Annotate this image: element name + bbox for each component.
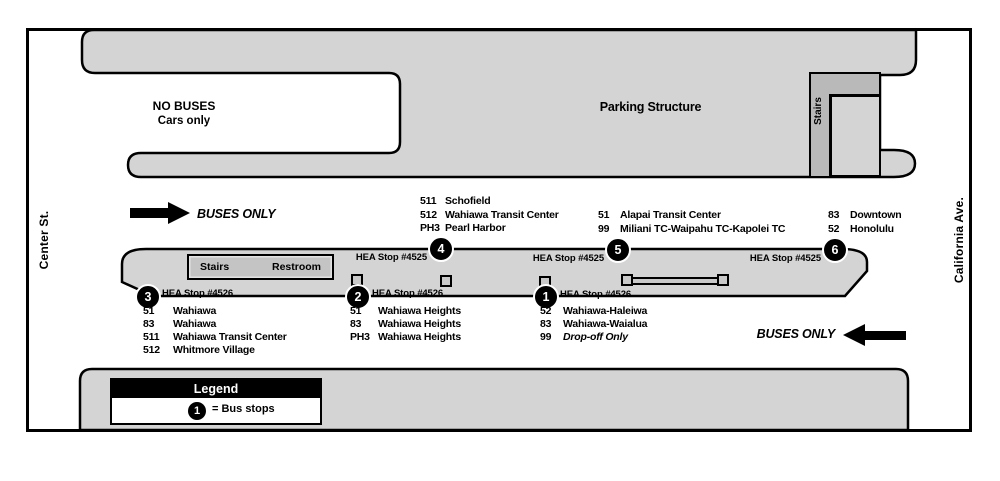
route-destination: Downtown: [850, 209, 902, 221]
bus-stop-marker-5: 5: [605, 237, 631, 263]
stairs-restroom-box: Stairs Restroom: [187, 254, 334, 280]
route-number: 512: [420, 208, 437, 221]
map-outer-frame-border: [26, 28, 972, 432]
stop5-route-list: 51 Alapai Transit Center 99 Miliani TC-Wai…: [598, 209, 785, 236]
route-destination: Wahiawa Heights: [378, 318, 461, 330]
route-number: 511: [143, 331, 160, 343]
route-destination: Wahiawa-Waialua: [563, 318, 648, 330]
route-row: 83 Downtown: [828, 209, 902, 223]
route-row: 52 Honolulu: [828, 223, 901, 237]
route-number: 99: [598, 222, 610, 235]
route-row: 511 Wahiawa Transit Center: [143, 331, 287, 344]
bus-stop-marker-1: 1: [533, 284, 559, 310]
route-row: 83 Wahiawa: [143, 318, 287, 331]
route-destination: Miliani TC-Waipahu TC-Kapolei TC: [620, 222, 786, 235]
bus-stop-marker-6: 6: [822, 237, 848, 263]
route-number: PH3: [420, 222, 440, 234]
parking-structure-label: Parking Structure: [599, 100, 702, 114]
route-destination: Wahiawa Heights: [378, 331, 461, 343]
street-label-california-ave: California Ave.: [952, 196, 966, 284]
canopy-end-square-icon: [717, 274, 729, 286]
route-destination: Wahiawa Transit Center: [173, 331, 287, 343]
route-number: PH3: [350, 331, 370, 343]
hea-stop-label-5: HEA Stop #4525: [532, 252, 604, 264]
hea-stop-label-4: HEA Stop #4525: [355, 252, 427, 263]
platform-stairs-label: Stairs: [200, 261, 230, 273]
route-number: 83: [350, 318, 362, 330]
route-destination: Honolulu: [850, 222, 894, 235]
canopy-end-square-icon: [621, 274, 633, 286]
route-destination: Wahiawa: [173, 318, 217, 330]
canopy-bar-icon: [630, 277, 722, 285]
arrow-right-icon: [130, 208, 170, 218]
bus-stop-marker-4: 4: [428, 236, 454, 262]
route-number: 511: [420, 195, 437, 207]
route-destination: Whitmore Village: [173, 344, 255, 356]
shelter-square-icon: [440, 275, 452, 287]
route-number: 52: [828, 222, 840, 235]
parking-stairs-label: Stairs: [813, 97, 824, 125]
buses-only-top-label: BUSES ONLY: [197, 206, 276, 221]
no-buses-label: NO BUSES Cars only: [119, 99, 249, 128]
route-row: 51 Wahiawa: [143, 305, 287, 318]
legend-title: Legend: [112, 380, 320, 398]
arrow-left-head-icon: [843, 324, 865, 346]
hea-stop-label-2: HEA Stop #4526: [372, 288, 444, 299]
no-buses-line2: Cars only: [157, 114, 211, 127]
stop6-route-list: 83 Downtown 52 Honolulu: [828, 209, 902, 237]
route-row: 83 Wahiawa-Waialua: [540, 318, 648, 331]
bus-stop-marker-3: 3: [135, 284, 161, 310]
route-number: 99: [540, 331, 552, 343]
route-destination: Wahiawa Heights: [378, 305, 461, 317]
route-row: PH3 Pearl Harbor: [420, 222, 559, 236]
route-destination: Wahiawa: [173, 305, 217, 317]
hea-stop-label-3: HEA Stop #4526: [162, 287, 234, 299]
parking-structure-shape: [80, 28, 918, 179]
route-row: 511 Schofield: [420, 195, 559, 209]
stop1-route-list: 52 Wahiawa-Haleiwa 83 Wahiawa-Waialua 99 Dr…: [540, 305, 648, 344]
route-destination: Wahiawa-Haleiwa: [563, 305, 648, 317]
route-row: 99 Miliani TC-Waipahu TC-Kapolei TC: [598, 223, 785, 237]
legend-entry: = Bus stops: [212, 403, 275, 415]
bus-stop-marker-2: 2: [345, 284, 371, 310]
route-row: 52 Wahiawa-Haleiwa: [540, 305, 647, 318]
route-row: 512 Whitmore Village: [143, 344, 287, 357]
arrow-right-head-icon: [168, 202, 190, 224]
route-number: 51: [350, 305, 362, 317]
route-destination: Wahiawa Transit Center: [445, 208, 559, 221]
route-destination: Schofield: [445, 195, 491, 207]
route-number: 83: [828, 209, 840, 221]
arrow-left-icon: [863, 330, 906, 340]
route-row: 51 Wahiawa Heights: [350, 305, 461, 318]
street-label-center-st: Center St.: [37, 210, 51, 270]
route-destination: Pearl Harbor: [445, 222, 506, 234]
route-number: 512: [143, 344, 160, 356]
legend-box: Legend 1 = Bus stops: [110, 378, 322, 425]
route-row: 83 Wahiawa Heights: [350, 318, 461, 331]
hea-stop-label-1: HEA Stop #4526: [560, 288, 632, 300]
route-row: 512 Wahiawa Transit Center: [420, 209, 559, 223]
route-number: 52: [540, 305, 552, 317]
route-row: 99 Drop-off Only: [540, 331, 647, 344]
route-number: 51: [598, 209, 610, 221]
buses-only-bottom-label: BUSES ONLY: [756, 326, 836, 341]
stop4-route-list: 511 Schofield 512 Wahiawa Transit Center P…: [420, 195, 559, 236]
bus-stop-marker-icon: 1: [188, 401, 206, 420]
legend-body: 1 = Bus stops: [112, 398, 320, 423]
route-number: 51: [143, 305, 155, 317]
route-number: 83: [143, 318, 155, 330]
route-row: 51 Alapai Transit Center: [598, 209, 785, 223]
platform-restroom-label: Restroom: [271, 261, 321, 273]
hea-stop-label-6: HEA Stop #4525: [749, 252, 821, 264]
route-destination: Drop-off Only: [563, 331, 628, 343]
route-number: 83: [540, 318, 552, 330]
no-buses-line1: NO BUSES: [152, 99, 216, 113]
parking-stairs-block: [830, 95, 881, 177]
route-row: PH3 Wahiawa Heights: [350, 331, 461, 344]
route-destination: Alapai Transit Center: [620, 209, 721, 221]
